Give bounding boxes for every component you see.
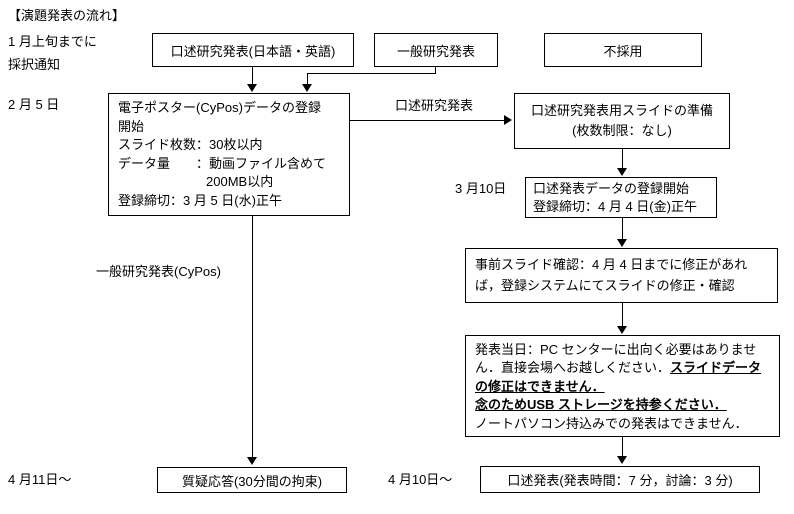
node-oral-presentation-label: 口述発表(発表時間：7 分，討論：3 分) (507, 473, 733, 488)
cypos-registration-line: 200MB以内 (206, 174, 274, 189)
arrowhead-oral-to-cypos (246, 84, 257, 92)
label-acceptance-notice-line1: 1 月上旬までに (8, 34, 97, 49)
node-oral-research-jp-en: 口述研究発表(日本語・英語) (152, 33, 354, 67)
arrowhead-cypos-to-qa (246, 457, 257, 465)
node-rejected: 不採用 (544, 33, 702, 67)
label-apr-11: 4 月11日～ (8, 472, 72, 487)
presentation-day-text-normal: 発表当日：PC センターに出向く必要はありません．直接会場へお越しください． (475, 342, 757, 376)
oral-data-registration-line1: 口述発表データの登録開始 (533, 181, 690, 196)
connector-general-to-cypos-seg3 (306, 72, 308, 86)
connector-cypos-to-qa (251, 216, 253, 458)
slide-preparation-line1: 口述研究発表用スライドの準備 (530, 103, 713, 118)
cypos-registration-line: 開始 (118, 118, 145, 134)
node-oral-presentation: 口述発表(発表時間：7 分，討論：3 分) (480, 466, 760, 493)
connector-general-to-cypos-seg1 (434, 67, 436, 74)
node-general-research-label: 一般研究発表 (396, 43, 475, 59)
cypos-registration-line: スライド枚数：30枚以内 (118, 137, 263, 152)
presentation-day-text-bold-underline: スライドデータの修正はできません． (475, 360, 762, 394)
cypos-registration-line: データ量 ：動画ファイル含めて (118, 155, 327, 171)
cypos-registration-line: 登録締切：3 月 5 日(水)正午 (118, 192, 282, 208)
diagram-title: 【演題発表の流れ】 (8, 8, 126, 23)
connector-slideprep-to-registration (621, 149, 623, 169)
node-cypos-registration: 電子ポスター(CyPos)データの登録 開始 スライド枚数：30枚以内 データ量… (108, 93, 350, 216)
edge-label-oral-research: 口述研究発表 (394, 98, 473, 113)
node-oral-data-registration: 口述発表データの登録開始 登録締切：4 月 4 日(金)正午 (525, 177, 717, 218)
connector-check-to-day (621, 303, 623, 328)
arrowhead-cypos-to-slideprep (504, 115, 512, 125)
arrowhead-slideprep-to-registration (616, 168, 627, 176)
oral-data-registration-line2: 登録締切：4 月 4 日(金)正午 (533, 199, 697, 214)
cypos-registration-line: 電子ポスター(CyPos)データの登録 (118, 100, 321, 115)
arrowhead-general-to-cypos (301, 84, 312, 92)
presentation-day-text-bold-underline: 念のためUSB ストレージを持参ください． (475, 397, 727, 413)
arrowhead-day-to-oral (616, 456, 627, 464)
node-presentation-day: 発表当日：PC センターに出向く必要はありません．直接会場へお越しください．スラ… (465, 335, 780, 437)
presentation-day-text-normal: ノートパソコン持込みでの発表はできません． (475, 415, 748, 431)
connector-general-to-cypos-seg2 (306, 72, 436, 74)
label-mar-10: 3 月10日 (455, 181, 507, 196)
connector-day-to-oral (621, 437, 623, 458)
arrowhead-check-to-day (616, 326, 627, 334)
node-slide-check: 事前スライド確認：4 月 4 日までに修正があれば，登録システムにてスライドの修… (465, 248, 778, 303)
slide-check-text: 事前スライド確認：4 月 4 日までに修正があれば，登録システムにてスライドの修… (475, 257, 748, 293)
label-acceptance-notice-line2: 採択通知 (8, 57, 61, 72)
node-rejected-label: 不採用 (603, 43, 643, 59)
connector-oral-to-cypos (251, 67, 253, 86)
label-apr-10: 4 月10日～ (388, 472, 453, 487)
slide-preparation-line2: (枚数制限：なし) (572, 123, 672, 138)
edge-label-general-cypos: 一般研究発表(CyPos) (96, 264, 221, 279)
connector-registration-to-check (621, 218, 623, 241)
node-qa-session-label: 質疑応答(30分間の拘束) (181, 473, 323, 489)
label-feb-5: 2 月 5 日 (8, 97, 60, 112)
arrowhead-registration-to-check (616, 239, 627, 247)
node-slide-preparation: 口述研究発表用スライドの準備 (枚数制限：なし) (514, 93, 730, 149)
node-general-research: 一般研究発表 (374, 33, 498, 67)
node-oral-research-jp-en-label: 口述研究発表(日本語・英語) (170, 43, 336, 59)
node-qa-session: 質疑応答(30分間の拘束) (157, 467, 347, 493)
connector-cypos-to-slideprep (350, 119, 505, 121)
